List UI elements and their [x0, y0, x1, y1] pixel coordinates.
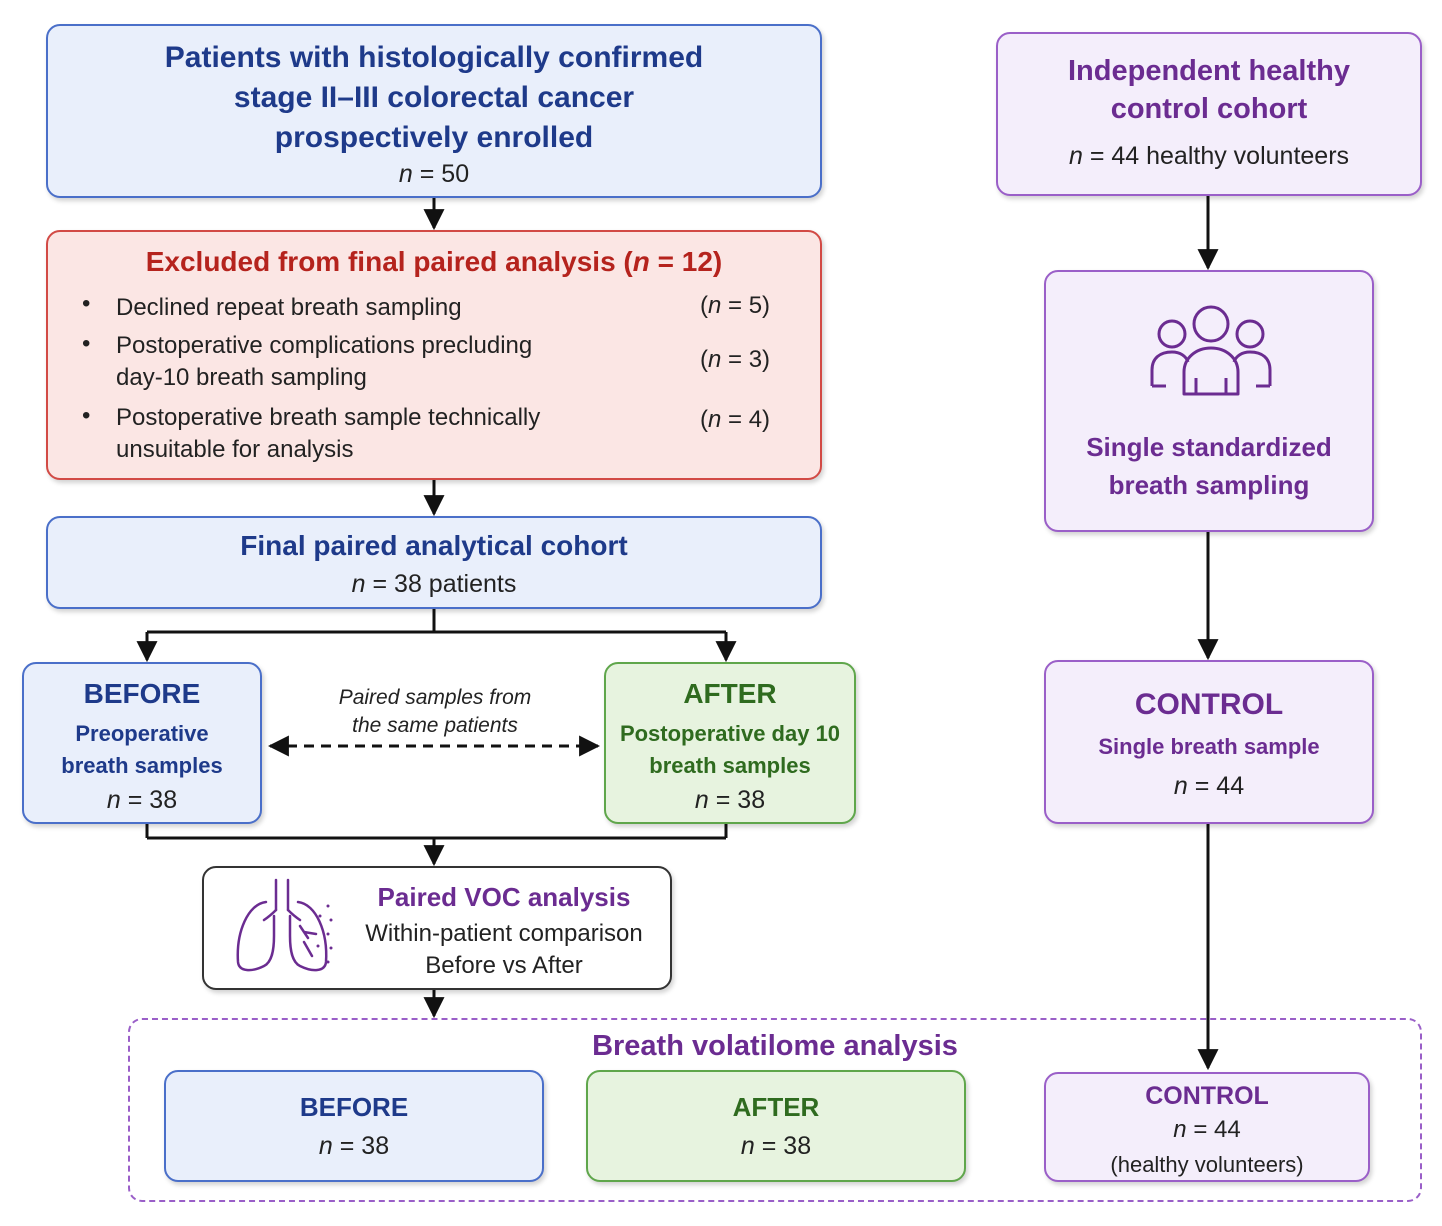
excluded-box: Excluded from final paired analysis (n =… — [46, 230, 822, 480]
volatilome-after-n: n = 38 — [740, 1132, 812, 1160]
volatilome-after-box: AFTER n = 38 — [586, 1070, 966, 1182]
excluded-reason-2: Postoperative complications precluding d… — [116, 332, 533, 391]
after-n: n = 38 — [694, 786, 766, 814]
control-n: n = 44 — [1173, 772, 1245, 800]
healthy-cohort-box: Independent healthy control cohort n = 4… — [996, 32, 1422, 196]
voc-title: Paired VOC analysis — [377, 882, 631, 912]
healthy-n: n = 44 healthy volunteers — [1068, 142, 1350, 170]
after-sub-line2: breath samples — [649, 753, 811, 778]
control-box: CONTROL Single breath sample n = 44 — [1044, 660, 1374, 824]
healthy-title-line2: control cohort — [1110, 93, 1308, 125]
volatilome-after-title: AFTER — [732, 1092, 820, 1122]
before-title: BEFORE — [83, 678, 201, 709]
final-title: Final paired analytical cohort — [240, 530, 628, 561]
excluded-title: Excluded from final paired analysis (n =… — [145, 246, 723, 277]
enrolled-title-line3: prospectively enrolled — [274, 121, 594, 154]
volatilome-control-title: CONTROL — [1145, 1082, 1269, 1110]
volatilome-before-n: n = 38 — [318, 1132, 390, 1160]
lungs-icon — [236, 878, 333, 972]
volatilome-control-box: CONTROL n = 44 (healthy volunteers) — [1044, 1072, 1370, 1182]
volatilome-before-title: BEFORE — [299, 1092, 409, 1122]
excluded-count-1: (n = 5) — [700, 292, 771, 319]
volatilome-before-box: BEFORE n = 38 — [164, 1070, 544, 1182]
volatilome-container: Breath volatilome analysis — [128, 1018, 1422, 1202]
people-group-icon — [1150, 305, 1272, 396]
excluded-count-2: (n = 3) — [700, 346, 771, 373]
sampling-title-line2: breath sampling — [1108, 470, 1310, 500]
voc-line1: Within-patient comparison — [365, 920, 643, 947]
excluded-reason-3: Postoperative breath sample technically … — [116, 404, 541, 463]
enrolled-box: Patients with histologically confirmed s… — [46, 24, 822, 198]
before-sub-line2: breath samples — [61, 753, 223, 778]
volatilome-title: Breath volatilome analysis — [592, 1030, 958, 1062]
enrolled-n: n = 50 — [398, 160, 470, 188]
final-n: n = 38 patients — [351, 570, 517, 598]
before-box: BEFORE Preoperative breath samples n = 3… — [22, 662, 262, 824]
excluded-bullet: • — [82, 402, 91, 429]
after-sub-line1: Postoperative day 10 — [619, 721, 841, 746]
voc-analysis-box: Paired VOC analysis Within-patient compa… — [202, 866, 672, 990]
excluded-count-3: (n = 4) — [700, 406, 771, 433]
voc-line2: Before vs After — [425, 952, 583, 979]
excluded-reason-1: Declined repeat breath sampling — [116, 294, 462, 321]
healthy-title-line1: Independent healthy — [1068, 55, 1350, 87]
volatilome-control-note: (healthy volunteers) — [1110, 1152, 1304, 1177]
sampling-box: Single standardized breath sampling — [1044, 270, 1374, 532]
sampling-title-line1: Single standardized — [1086, 432, 1332, 462]
control-sub: Single breath sample — [1098, 734, 1320, 759]
volatilome-control-n: n = 44 — [1173, 1116, 1241, 1143]
before-sub-line1: Preoperative — [75, 721, 209, 746]
before-n: n = 38 — [106, 786, 178, 814]
enrolled-title-line1: Patients with histologically confirmed — [164, 41, 704, 74]
paired-note: Paired samples from the same patients — [338, 686, 532, 737]
control-title: CONTROL — [1134, 688, 1284, 721]
final-cohort-box: Final paired analytical cohort n = 38 pa… — [46, 516, 822, 609]
after-title: AFTER — [683, 678, 777, 709]
after-box: AFTER Postoperative day 10 breath sample… — [604, 662, 856, 824]
excluded-bullet: • — [82, 290, 91, 317]
excluded-bullet: • — [82, 330, 91, 357]
enrolled-title-line2: stage II–III colorectal cancer — [233, 81, 635, 114]
